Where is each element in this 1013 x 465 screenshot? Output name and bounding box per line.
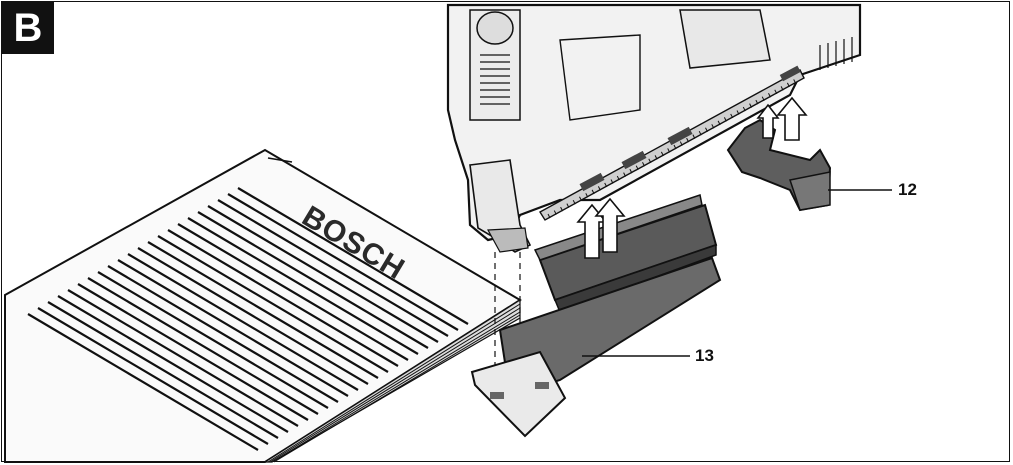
panel-edge-mark — [267, 157, 293, 163]
panel-label: B — [2, 2, 54, 54]
panel-grooves — [27, 187, 469, 451]
callout-13: 13 — [695, 346, 714, 365]
callout-12: 12 — [898, 180, 917, 199]
part-13-splinter-guard — [470, 194, 722, 438]
direction-arrows — [576, 96, 808, 259]
laminate-panel: BOSCH — [4, 148, 522, 463]
jigsaw-tool — [446, 3, 862, 253]
part-12-chip-protector — [726, 118, 832, 212]
